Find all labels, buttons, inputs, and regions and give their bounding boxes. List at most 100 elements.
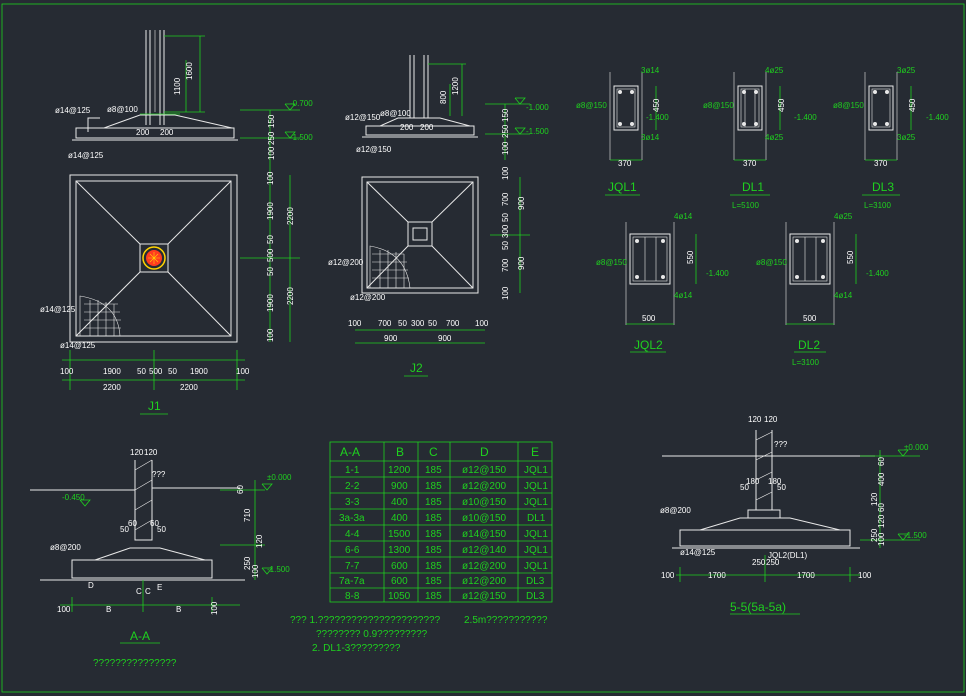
aa-rdim-120: 120 (255, 534, 264, 548)
aa-bot-b2: B (176, 605, 181, 614)
s55-dim-180b: 180 (768, 477, 782, 486)
table-row-1-e: JQL1 (524, 465, 548, 476)
j1-dim-1600: 1600 (185, 62, 194, 80)
section-aa (30, 459, 273, 644)
s55-bot-1700b: 1700 (797, 571, 815, 580)
aa-q: ??? (152, 470, 166, 479)
j2-ptotal-b: 900 (517, 256, 526, 270)
aa-elev-low: -1.500 (267, 565, 290, 574)
j2-pside-50a: 50 (501, 213, 510, 222)
jql2-title: JQL2 (634, 338, 663, 352)
j2-bot-300: 300 (411, 319, 425, 328)
j1-bot-500: 500 (149, 367, 163, 376)
table-row-6-d: ø12@140 (462, 545, 507, 556)
j2-pside-50b: 50 (501, 241, 510, 250)
aa-dim-50a: 50 (120, 525, 129, 534)
j1-side-150: 150 (267, 114, 276, 128)
j2-section (362, 55, 530, 160)
table-row-6-c: 185 (425, 545, 442, 556)
s55-rdim-60b: 60 (877, 503, 886, 512)
j2-plan-rebar2: ø12@200 (350, 293, 386, 302)
j2-plan-rebar1: ø12@200 (328, 258, 364, 267)
jql2-w: 500 (642, 314, 656, 323)
j2-pside-300: 300 (501, 224, 510, 238)
beam-dl1 (730, 72, 781, 196)
aa-elev-neg: -0.450 (62, 493, 85, 502)
aa-rdim-60: 60 (236, 485, 245, 494)
table-row-4-a: 3a-3a (339, 513, 365, 524)
aa-rebar: ø8@200 (50, 543, 81, 552)
dl3-h: 450 (908, 98, 917, 112)
j2-ptotal-a: 900 (517, 196, 526, 210)
aa-letter-c1: C (136, 587, 142, 596)
table-row-1-a: 1-1 (345, 465, 360, 476)
j2-pside-100a: 100 (501, 166, 510, 180)
table-row-5-d: ø14@150 (462, 529, 507, 540)
table-row-3-d: ø10@150 (462, 497, 507, 508)
j1-bot-50b: 50 (168, 367, 177, 376)
section-55 (662, 430, 920, 615)
dl2-side: ø8@150 (756, 258, 787, 267)
j1-rebar-top: ø14@125 (55, 106, 91, 115)
table-h-b: B (396, 445, 404, 459)
table-row-9-e: DL3 (526, 591, 545, 602)
s55-rdim-400: 400 (877, 472, 886, 486)
j2-plan (355, 176, 530, 344)
dl3-elev: -1.400 (926, 113, 949, 122)
j1-bot-2200b: 2200 (180, 383, 198, 392)
j1-bot-100a: 100 (60, 367, 74, 376)
j2-bot-100a: 100 (348, 319, 362, 328)
aa-letter-d: D (88, 581, 94, 590)
table-row-1-b: 1200 (388, 465, 411, 476)
j2-pside-700b: 700 (501, 258, 510, 272)
table-row-8-b: 600 (391, 576, 408, 587)
dl3-bot: 3ø25 (897, 133, 916, 142)
j1-ptotal-b: 2200 (286, 287, 295, 305)
aa-bot-100a: 100 (57, 605, 71, 614)
jql1-side: ø8@150 (576, 101, 607, 110)
j1-plan-rebar1: ø14@125 (40, 305, 76, 314)
table-row-2-d: ø12@200 (462, 481, 507, 492)
s55-title: 5-5(5a-5a) (730, 600, 786, 614)
dl1-w: 370 (743, 159, 757, 168)
j2-bot-900b: 900 (438, 334, 452, 343)
table-row-8-a: 7a-7a (339, 576, 365, 587)
s55-rebar: ø8@200 (660, 506, 691, 515)
j2-dim-800: 800 (439, 90, 448, 104)
dl2-bot: 4ø14 (834, 291, 853, 300)
j2-title: J2 (410, 361, 423, 375)
dl2-elev: -1.400 (866, 269, 889, 278)
aa-top-120b: 120 (144, 448, 158, 457)
jql2-top: 4ø14 (674, 212, 693, 221)
j2-bot-900a: 900 (384, 334, 398, 343)
s55-top-120a: 120 (748, 415, 762, 424)
table-row-7-c: 185 (425, 561, 442, 572)
table-row-3-a: 3-3 (345, 497, 360, 508)
s55-rdim-100: 100 (877, 532, 886, 546)
aa-dim-60a: 60 (128, 519, 137, 528)
j1-bot-2200a: 2200 (103, 383, 121, 392)
table-row-6-b: 1300 (388, 545, 411, 556)
table-row-9-b: 1050 (388, 591, 411, 602)
aa-top-120a: 120 (130, 448, 144, 457)
j1-elev-bot: -1.500 (290, 133, 313, 142)
s55-beam-label: JQL2(DL1) (768, 551, 807, 560)
jql2-bot: 4ø14 (674, 291, 693, 300)
j2-rebar-bot: ø12@150 (356, 145, 392, 154)
note-line2: ???????? 0.9????????? (316, 629, 428, 640)
s55-dim-50a: 50 (740, 483, 749, 492)
drawing-frame (1, 3, 965, 693)
j1-plan (62, 174, 300, 390)
jql2-side: ø8@150 (596, 258, 627, 267)
table-row-5-a: 4-4 (345, 529, 360, 540)
dl1-bot: 4ø25 (765, 133, 784, 142)
table-row-2-b: 900 (391, 481, 408, 492)
note-line1: ??? 1.?????????????????????? (290, 615, 441, 626)
j1-plan-rebar2: ø14@125 (60, 341, 96, 350)
s55-bot-100a: 100 (661, 571, 675, 580)
j1-ptotal-a: 2200 (286, 207, 295, 225)
note-line1b: 2.5m??????????? (464, 615, 548, 626)
table-row-8-c: 185 (425, 576, 442, 587)
dl3-side: ø8@150 (833, 101, 864, 110)
